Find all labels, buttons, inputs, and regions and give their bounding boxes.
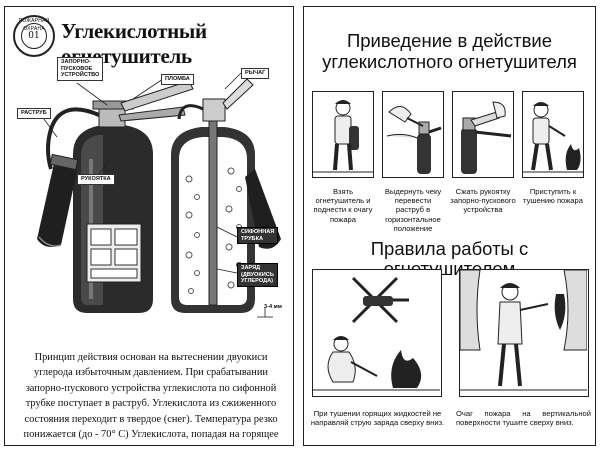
cutaway-cylinder-icon xyxy=(171,78,255,313)
liquid-fire-rule-icon xyxy=(313,276,440,391)
rule-picture-1 xyxy=(312,269,442,397)
carry-extinguisher-icon xyxy=(313,100,373,173)
step-caption-1: Взять огнетушитель и поднести к очагу по… xyxy=(313,187,373,224)
activation-title-line2: углекислотного огнетушителя xyxy=(322,51,577,72)
squeeze-handle-icon xyxy=(461,101,512,174)
step-picture-2 xyxy=(382,91,444,178)
activation-title-line1: Приведение в действие xyxy=(346,30,553,51)
extinguisher-poster: 01 ПОЖАРНАЯ ОХРАНА Углекислотный огнетуш… xyxy=(4,6,294,446)
step-picture-4 xyxy=(522,91,584,178)
emblem-text: ПОЖАРНАЯ ОХРАНА xyxy=(18,18,50,32)
siphon-callout: СИФОННАЯ ТРУБКА xyxy=(237,227,279,244)
lever-callout: РЫЧАГ xyxy=(241,68,270,79)
emblem-center: 01 xyxy=(21,23,47,49)
pull-pin-icon xyxy=(386,106,442,174)
gap-callout: 3-4 мм xyxy=(264,304,282,310)
horn-icon xyxy=(37,107,100,247)
valve-callout: ЗАПОРНО- ПУСКОВОЕ УСТРОЙСТВО xyxy=(57,57,104,81)
vertical-fire-rule-icon xyxy=(460,270,587,391)
rule-caption-1: При тушении горящих жидкостей не направл… xyxy=(310,409,445,428)
step-picture-1 xyxy=(312,91,374,178)
step-caption-4: Приступить к тушению пожара xyxy=(523,187,583,206)
extinguish-fire-icon xyxy=(523,102,583,173)
step-caption-2: Выдернуть чеку перевести раструб в гориз… xyxy=(384,187,442,233)
extinguisher-cylinder-icon xyxy=(73,125,153,313)
horn-callout: РАСТРУБ xyxy=(17,108,51,119)
step-caption-3: Сжать рукоятку запорно-пускового устройс… xyxy=(450,187,516,215)
rule-caption-2: Очаг пожара на вертикальной поверхности … xyxy=(456,409,591,428)
seal-callout: ПЛОМБА xyxy=(161,74,194,85)
operation-description: Принцип действия основан на вытеснении д… xyxy=(23,352,279,445)
usage-poster: Приведение в действие углекислотного огн… xyxy=(303,6,596,446)
step-picture-3 xyxy=(452,91,514,178)
charge-callout: ЗАРЯД (ДВУОКИСЬ УГЛЕРОДА) xyxy=(237,263,278,287)
valve-icon xyxy=(92,80,194,128)
extinguisher-illustration: ЗАПОРНО- ПУСКОВОЕ УСТРОЙСТВО ПЛОМБА РЫЧА… xyxy=(11,57,289,321)
rule-picture-2 xyxy=(459,269,589,397)
handle-callout: РУКОЯТКА xyxy=(77,174,115,185)
fire-service-emblem: 01 ПОЖАРНАЯ ОХРАНА xyxy=(13,15,55,57)
